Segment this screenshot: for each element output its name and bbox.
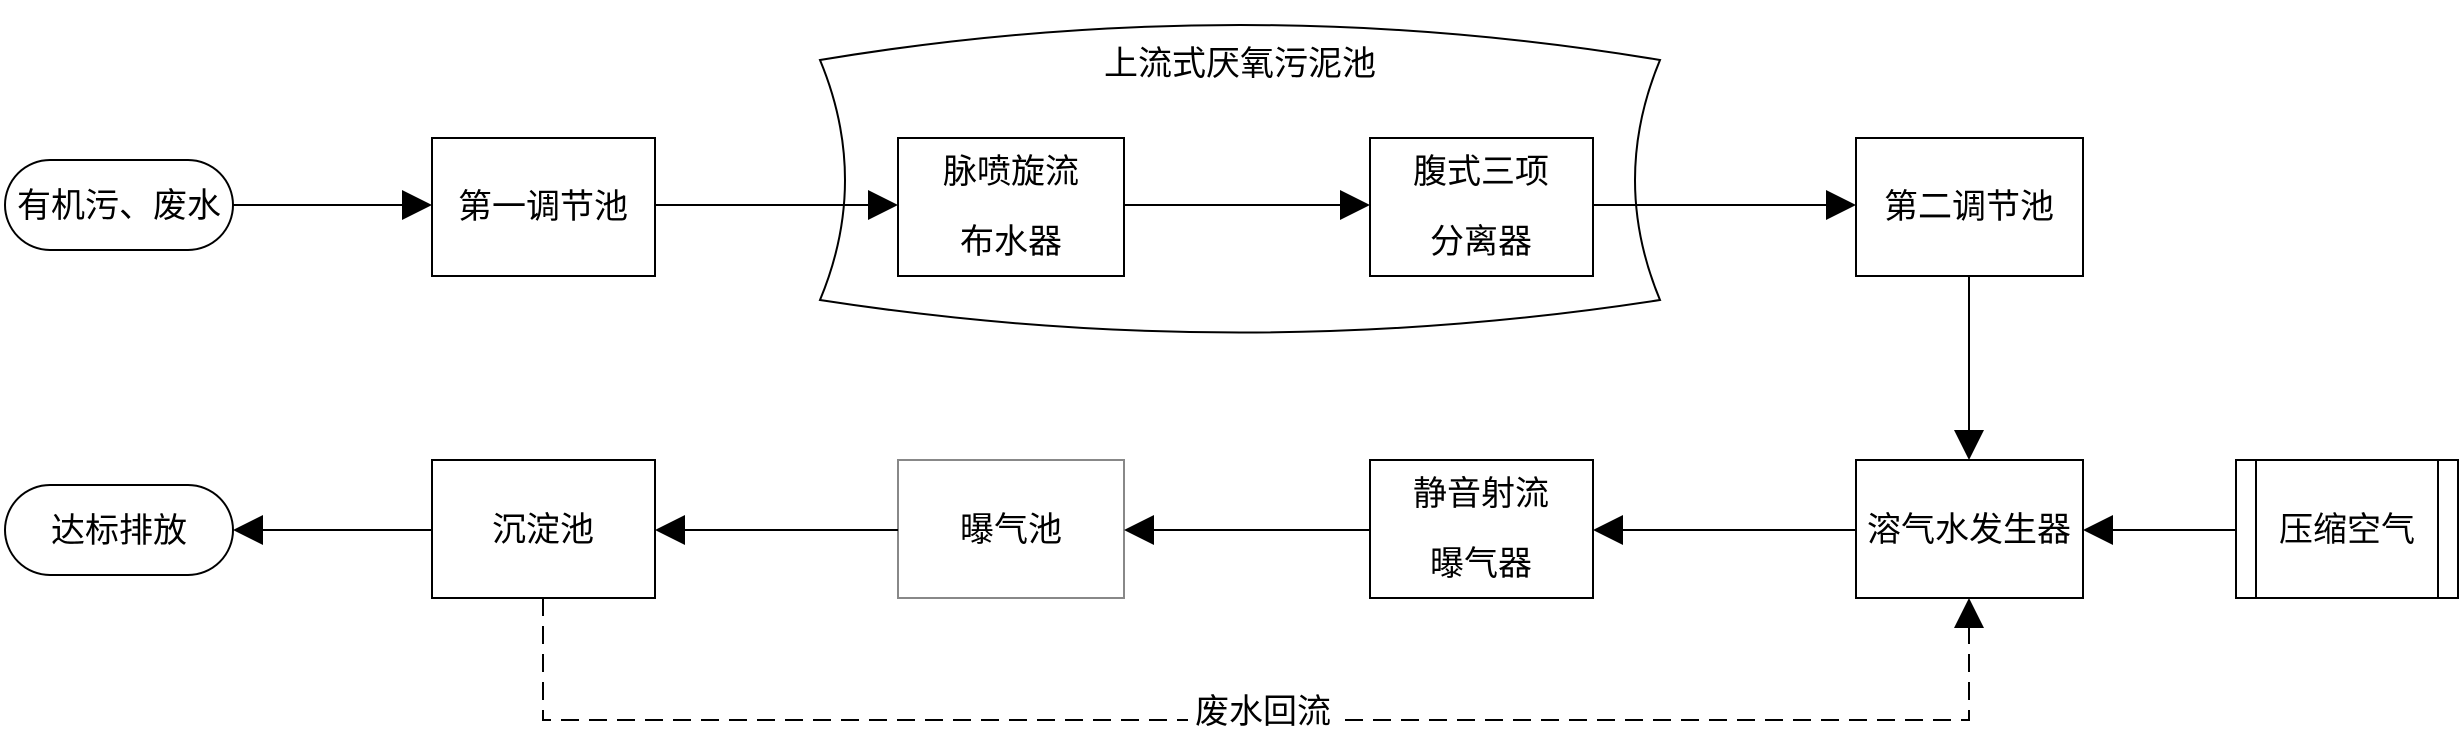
dissolved-label: 溶气水发生器: [1867, 510, 2071, 550]
aeration-label: 曝气池: [960, 510, 1062, 550]
arrow-dissolved-jet: [1593, 515, 1623, 545]
edge-recycle: [542, 598, 1970, 721]
arrow-aeration-sedimentation: [655, 515, 685, 545]
uasb-container: [818, 24, 1662, 334]
arrow-compressed-dissolved: [2083, 515, 2113, 545]
pulse-label-2: 布水器: [960, 222, 1062, 262]
uasb-title: 上流式厌氧污泥池: [1104, 44, 1376, 84]
separator-label-2: 分离器: [1430, 222, 1532, 262]
jet-label-2: 曝气器: [1430, 544, 1532, 584]
reg2-label: 第二调节池: [1884, 187, 2054, 227]
aeration-box: [897, 459, 1125, 599]
arrow-recycle: [1954, 598, 1984, 628]
reg1-box: [431, 137, 656, 277]
arrow-reg1-pulse: [868, 190, 898, 220]
jet-box: [1369, 459, 1594, 599]
separator-label-1: 腹式三项: [1413, 152, 1549, 192]
arrow-pulse-separator: [1340, 190, 1370, 220]
compressed-label: 压缩空气: [2279, 510, 2415, 550]
arrow-jet-aeration: [1124, 515, 1154, 545]
reg1-label: 第一调节池: [458, 187, 628, 227]
pulse-box: [897, 137, 1125, 277]
arrow-separator-reg2: [1826, 190, 1856, 220]
pulse-label-1: 脉喷旋流: [943, 152, 1079, 192]
input-label: 有机污、废水: [17, 186, 221, 226]
discharge-label: 达标排放: [51, 511, 187, 551]
arrow-reg2-dissolved: [1954, 430, 1984, 460]
separator-box: [1369, 137, 1594, 277]
jet-label-1: 静音射流: [1413, 474, 1549, 514]
sedimentation-label: 沉淀池: [492, 510, 594, 550]
reg2-box: [1855, 137, 2084, 277]
arrow-input-reg1: [402, 190, 432, 220]
arrow-sedimentation-discharge: [233, 515, 263, 545]
recycle-label: 废水回流: [1195, 692, 1331, 732]
recycle-label-bg: [1188, 688, 1338, 738]
